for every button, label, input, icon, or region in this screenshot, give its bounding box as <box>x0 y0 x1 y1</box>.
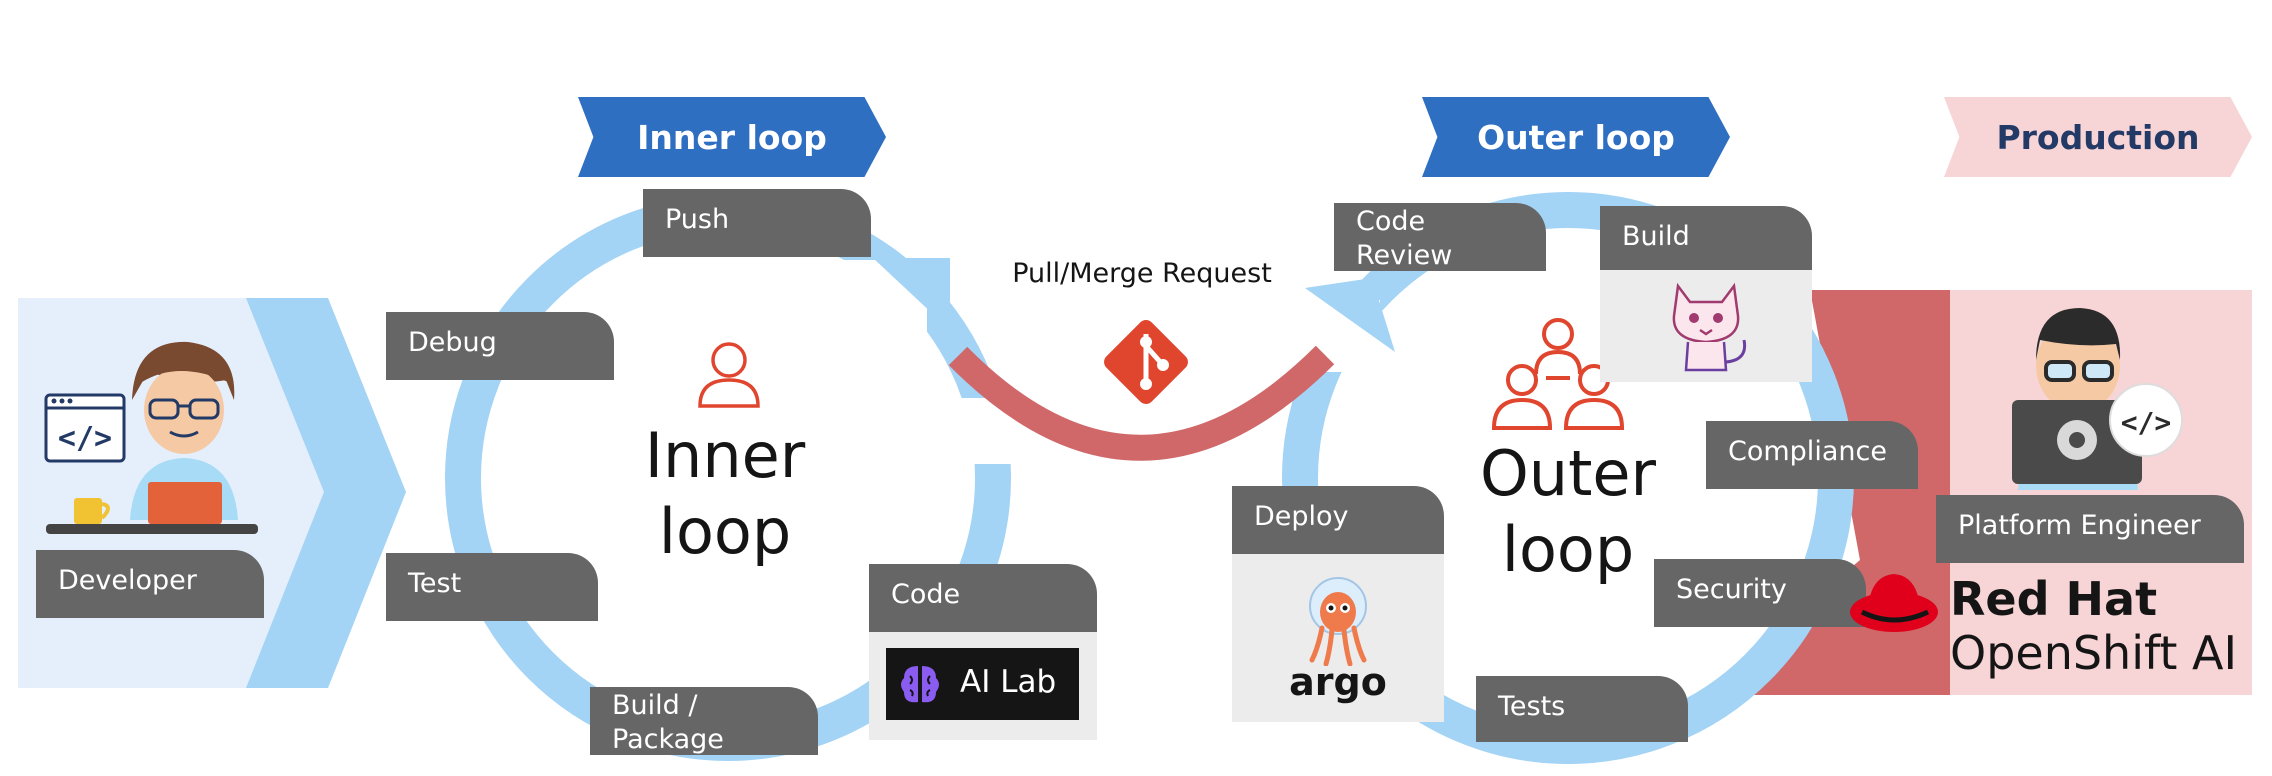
build-label: Build <box>1622 221 1690 252</box>
build-package-label-line1: Build / <box>612 690 698 721</box>
svg-text:</>: </> <box>58 421 112 456</box>
developer-tag: Developer <box>36 550 264 618</box>
build-package-tag: Build / Package <box>590 687 818 755</box>
inner-loop-title-line2: loop <box>658 495 792 568</box>
deploy-tag: Deploy <box>1232 486 1444 554</box>
ai-lab-label: AI Lab <box>960 664 1057 700</box>
outer-loop-title: Outer loop <box>1448 436 1688 588</box>
outer-loop-arrowhead <box>1305 278 1395 352</box>
openshift-ai-brand-label: OpenShift AI <box>1950 626 2238 680</box>
tekton-cat-icon <box>1672 282 1747 372</box>
outer-loop-title-line1: Outer <box>1479 437 1657 510</box>
ai-lab-logo: AI Lab <box>886 648 1079 720</box>
push-label: Push <box>665 204 730 235</box>
git-icon <box>1104 320 1188 404</box>
inner-loop-banner: Inner loop <box>578 97 886 177</box>
security-tag: Security <box>1654 559 1866 627</box>
platform-engineer-illustration-icon: </> <box>2012 308 2183 490</box>
test-label: Test <box>408 568 462 599</box>
developer-illustration-icon: </> <box>44 341 258 534</box>
developer-label: Developer <box>58 565 197 596</box>
build-image-box <box>1600 270 1812 382</box>
production-banner: Production <box>1944 97 2252 177</box>
inner-loop-title-line1: Inner <box>644 419 806 492</box>
build-package-label-line2: Package <box>612 724 724 755</box>
outer-loop-banner-label: Outer loop <box>1477 117 1675 157</box>
brain-icon <box>901 666 939 703</box>
red-hat-brand-label: Red Hat <box>1950 572 2158 626</box>
build-tag: Build <box>1600 206 1812 270</box>
debug-tag: Debug <box>386 312 614 380</box>
deploy-label: Deploy <box>1254 501 1349 532</box>
svg-text:</>: </> <box>2121 406 2172 439</box>
tests-tag: Tests <box>1476 676 1688 742</box>
test-tag: Test <box>386 553 598 621</box>
code-tag: Code <box>869 564 1097 632</box>
outer-loop-title-line2: loop <box>1501 513 1635 586</box>
inner-loop-banner-label: Inner loop <box>637 117 827 157</box>
pull-request-label: Pull/Merge Request <box>1012 258 1272 289</box>
production-banner-label: Production <box>1996 117 2200 157</box>
debug-label: Debug <box>408 327 497 358</box>
code-review-label-line1: Code <box>1356 206 1426 237</box>
red-hat-logo-icon <box>1850 574 1938 632</box>
push-tag: Push <box>643 189 871 257</box>
argo-box: argo <box>1232 554 1444 722</box>
tests-label: Tests <box>1498 691 1566 722</box>
argo-label: argo <box>1289 660 1387 704</box>
compliance-label: Compliance <box>1728 436 1887 467</box>
code-review-tag: Code Review <box>1334 203 1546 271</box>
pull-request-arc <box>948 345 1335 461</box>
code-review-label-line2: Review <box>1356 240 1453 271</box>
argo-octopus-icon <box>1309 577 1367 666</box>
platform-engineer-label: Platform Engineer <box>1958 510 2201 541</box>
platform-engineer-tag: Platform Engineer <box>1936 495 2244 563</box>
code-label: Code <box>891 579 961 610</box>
outer-loop-banner: Outer loop <box>1422 97 1730 177</box>
security-label: Security <box>1676 574 1787 605</box>
compliance-tag: Compliance <box>1706 421 1918 489</box>
inner-loop-arrowhead <box>873 258 950 330</box>
developer-chevron <box>246 298 406 688</box>
inner-loop-title: Inner loop <box>610 418 840 570</box>
user-icon <box>698 342 760 408</box>
ai-lab-box: AI Lab <box>869 632 1097 740</box>
